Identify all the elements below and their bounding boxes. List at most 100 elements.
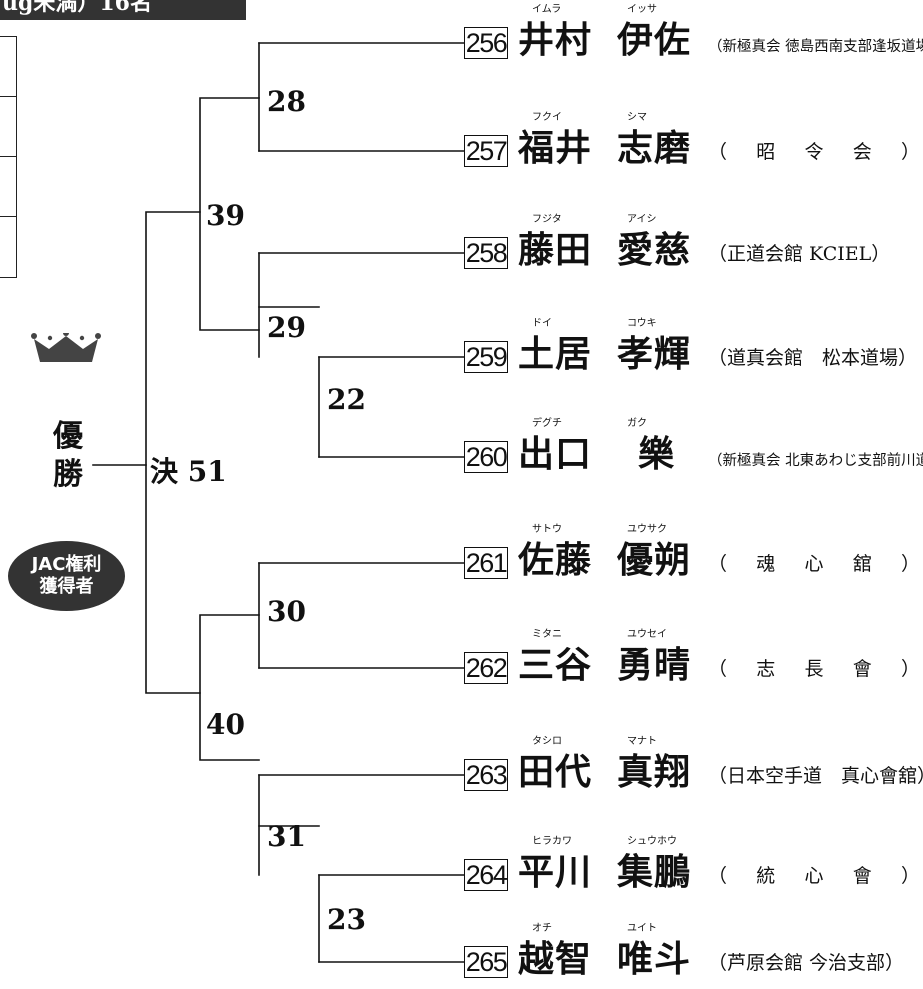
club-char: 会 xyxy=(852,141,872,163)
given-name-kana: イッサ xyxy=(627,4,657,15)
surname: 藤田 xyxy=(518,229,593,271)
given-name: 愛慈 xyxy=(617,229,692,271)
given-name-kana: ユウセイ xyxy=(627,629,667,640)
match-number: 29 xyxy=(267,311,306,344)
surname-kana: イムラ xyxy=(532,4,562,15)
given-name-kana: シュウホウ xyxy=(627,836,677,847)
surname-kana: オチ xyxy=(532,923,552,934)
club-char: ） xyxy=(900,141,920,163)
given-name: 勇晴 xyxy=(617,644,692,686)
match-number: 23 xyxy=(327,903,366,936)
given-name-kana: アイシ xyxy=(627,214,657,225)
club-char: （ xyxy=(708,865,728,887)
entry-number: 257 xyxy=(464,135,508,167)
club-char: 心 xyxy=(804,553,824,575)
given-name-kana: ガク xyxy=(627,418,647,429)
club-char: 會 xyxy=(852,658,872,680)
entry-number: 260 xyxy=(464,441,508,473)
match-number: 39 xyxy=(206,199,245,232)
surname: 井村 xyxy=(518,19,593,61)
club-char: 會 xyxy=(852,865,872,887)
surname: 出口 xyxy=(518,433,593,475)
entry-row: 261 サトウ ユウサク佐藤優朔 （魂心舘） xyxy=(464,520,923,590)
surname-kana: ドイ xyxy=(532,318,552,329)
score-table xyxy=(0,36,17,278)
score-cell xyxy=(0,37,16,97)
surname: 福井 xyxy=(518,127,593,169)
club-char: 長 xyxy=(804,658,824,680)
surname-kana: デグチ xyxy=(532,418,562,429)
entry-number: 264 xyxy=(464,859,508,891)
score-cell xyxy=(0,157,16,217)
club-char: ） xyxy=(900,658,920,680)
champion-label-char: 勝 xyxy=(53,457,83,492)
surname: 三谷 xyxy=(518,644,593,686)
club-name: （芦原会館 今治支部） xyxy=(708,952,905,974)
entry-row: 265 オチ ユイト越智唯斗 （芦原会館 今治支部） xyxy=(464,919,923,989)
match-number: 22 xyxy=(327,383,366,416)
division-header: ug未満）16名 xyxy=(0,0,246,20)
club-name: （魂心舘） xyxy=(708,552,920,576)
surname-kana: ヒラカワ xyxy=(532,836,572,847)
given-name-kana: ユイト xyxy=(627,923,657,934)
given-name-kana: ユウサク xyxy=(627,524,667,535)
given-name-kana: コウキ xyxy=(627,318,657,329)
entry-number: 258 xyxy=(464,237,508,269)
badge-line: 獲得者 xyxy=(39,576,94,597)
given-name: 孝輝 xyxy=(617,333,692,375)
surname-kana: ミタニ xyxy=(532,629,562,640)
given-name: 真翔 xyxy=(617,751,692,793)
club-char: ） xyxy=(900,865,920,887)
surname-kana: フクイ xyxy=(532,112,562,123)
club-name: （統心會） xyxy=(708,864,920,888)
club-name: （昭令会） xyxy=(708,140,920,164)
given-name-kana: マナト xyxy=(627,736,657,747)
given-name: 志磨 xyxy=(617,127,692,169)
surname: 越智 xyxy=(518,938,593,980)
match-number: 40 xyxy=(206,708,245,741)
jac-qualifier-badge: JAC権利 獲得者 xyxy=(8,541,125,611)
club-name: （新極真会 徳島西南支部逢坂道場） xyxy=(708,39,923,55)
entry-number: 263 xyxy=(464,759,508,791)
entry-number: 259 xyxy=(464,341,508,373)
crown-icon xyxy=(31,333,101,362)
surname: 平川 xyxy=(518,851,593,893)
given-name: 優朔 xyxy=(617,539,692,581)
match-number: 28 xyxy=(267,85,306,118)
entry-number: 256 xyxy=(464,27,508,59)
given-name: 集鵬 xyxy=(617,851,692,893)
club-char: （ xyxy=(708,141,728,163)
surname: 土居 xyxy=(518,333,593,375)
surname-kana: タシロ xyxy=(532,736,562,747)
club-char: ） xyxy=(900,553,920,575)
entry-number: 261 xyxy=(464,547,508,579)
score-cell xyxy=(0,97,16,157)
champion-label-char: 優 xyxy=(53,419,83,454)
given-name: 伊佐 xyxy=(617,19,692,61)
club-name: （志長會） xyxy=(708,657,920,681)
match-number: 30 xyxy=(267,595,306,628)
club-name: （正道会館 KCIEL） xyxy=(708,243,891,265)
surname-kana: サトウ xyxy=(532,524,562,535)
given-name: 唯斗 xyxy=(617,938,692,980)
surname: 佐藤 xyxy=(518,539,593,581)
entry-number: 262 xyxy=(464,652,508,684)
club-name: （日本空手道 真心會舘） xyxy=(708,765,923,787)
match-number: 31 xyxy=(267,820,306,853)
club-name: （道真会館 松本道場） xyxy=(708,347,918,369)
club-char: 心 xyxy=(804,865,824,887)
club-char: 志 xyxy=(756,658,776,680)
surname-kana: フジタ xyxy=(532,214,562,225)
club-char: （ xyxy=(708,553,728,575)
badge-line: JAC権利 xyxy=(31,554,102,575)
given-name: 樂 xyxy=(638,433,676,475)
club-name: （新極真会 北東あわじ支部前川道場） xyxy=(708,453,923,469)
entry-number: 265 xyxy=(464,946,508,978)
entry-row: 258 フジタ アイシ藤田愛慈 （正道会館 KCIEL） xyxy=(464,210,923,280)
